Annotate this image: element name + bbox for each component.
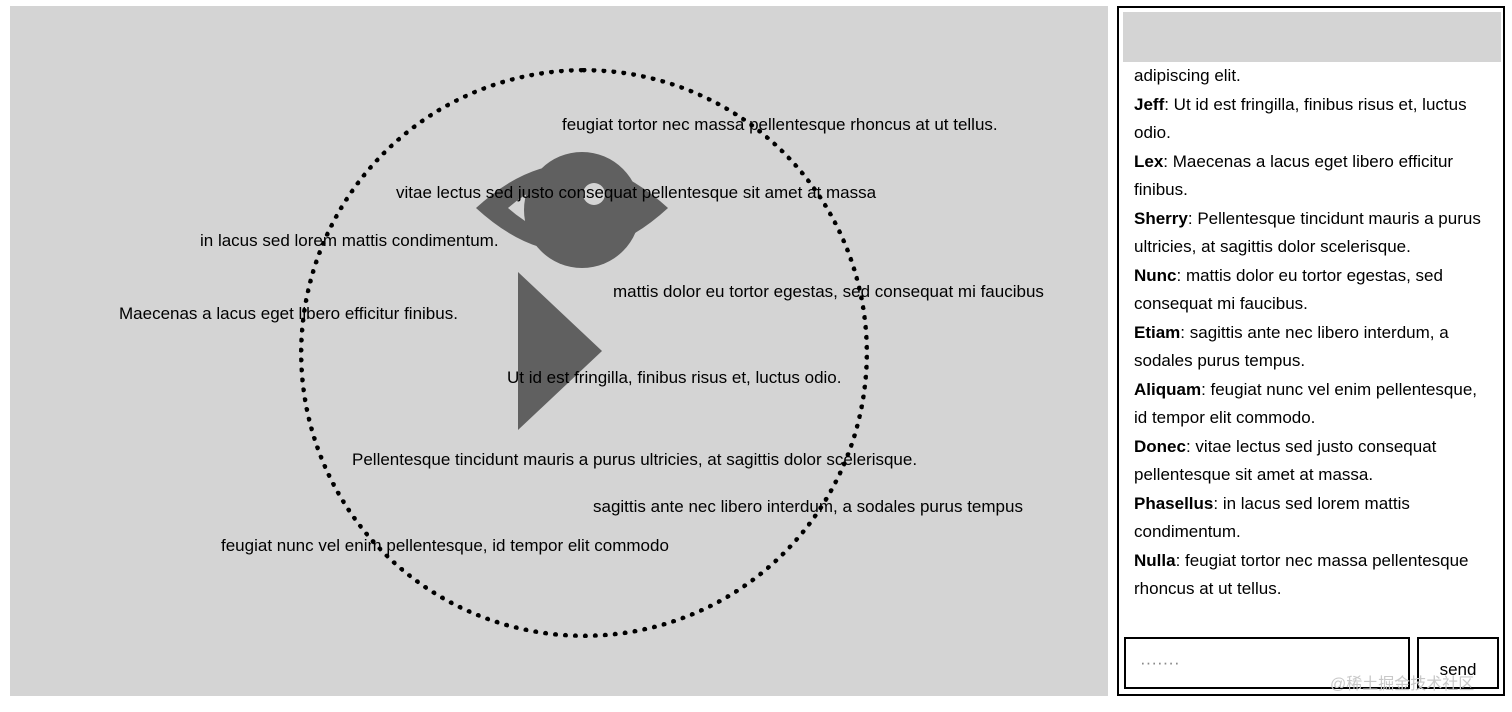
chat-header [1123,12,1501,62]
danmaku-text: Pellentesque tincidunt mauris a purus ul… [352,450,918,469]
message-text: : Ut id est fringilla, finibus risus et,… [1134,94,1467,143]
dotted-ring [299,68,869,638]
danmaku-text: feugiat nunc vel enim pellentesque, id t… [221,536,669,555]
eye-icon[interactable] [464,152,680,278]
message-user: Etiam [1134,322,1181,342]
message-user: Sherry [1134,208,1188,228]
message-input[interactable] [1124,637,1410,689]
list-item: Aliquam: feugiat nunc vel enim pellentes… [1134,376,1494,433]
message-text: : sagittis ante nec libero interdum, a s… [1134,322,1449,371]
message-text: : Pellentesque tincidunt mauris a purus … [1134,208,1481,257]
message-text: : feugiat nunc vel enim pellentesque, id… [1134,379,1478,428]
list-item: Lex: Maecenas a lacus eget libero effici… [1134,148,1494,205]
message-user: Lex [1134,151,1164,171]
message-text: : mattis dolor eu tortor egestas, sed co… [1134,265,1443,314]
danmaku-text: sagittis ante nec libero interdum, a sod… [593,497,1023,516]
message-user: Aliquam [1134,379,1202,399]
message-user: Phasellus [1134,493,1214,513]
danmaku-text: mattis dolor eu tortor egestas, sed cons… [613,282,1044,301]
list-item: Donec: vitae lectus sed justo consequat … [1134,433,1494,490]
video-stage[interactable]: feugiat tortor nec massa pellentesque rh… [10,6,1108,696]
danmaku-text: vitae lectus sed justo consequat pellent… [396,183,877,202]
message-text: : in lacus sed lorem mattis condimentum. [1134,493,1410,542]
list-item: Sherry: Pellentesque tincidunt mauris a … [1134,205,1494,262]
play-icon[interactable] [518,272,602,430]
message-text: : feugiat tortor nec massa pellentesque … [1134,550,1469,599]
danmaku-text: in lacus sed lorem mattis condimentum. [200,231,499,250]
message-text: : Maecenas a lacus eget libero efficitur… [1134,151,1454,200]
message-user: Nulla [1134,550,1176,570]
message-user: Jeff [1134,94,1165,114]
list-item: Jeff: Ut id est fringilla, finibus risus… [1134,91,1494,148]
list-item: Nulla: feugiat tortor nec massa pellente… [1134,547,1494,604]
list-item: Etiam: sagittis ante nec libero interdum… [1134,319,1494,376]
danmaku-text: Ut id est fringilla, finibus risus et, l… [507,368,842,387]
message-fragment: adipiscing elit. [1134,66,1241,85]
chat-panel: adipiscing elit. Jeff: Ut id est fringil… [1117,6,1505,696]
danmaku-text: feugiat tortor nec massa pellentesque rh… [562,115,998,134]
danmaku-text: Maecenas a lacus eget libero efficitur f… [119,304,458,323]
list-item: Nunc: mattis dolor eu tortor egestas, se… [1134,262,1494,319]
message-list[interactable]: adipiscing elit. Jeff: Ut id est fringil… [1134,62,1494,622]
message-user: Nunc [1134,265,1177,285]
message-user: Donec [1134,436,1186,456]
message-text: : vitae lectus sed justo consequat pelle… [1134,436,1437,485]
send-button[interactable]: send [1417,637,1499,689]
watermark: @稀土掘金技术社区 [1330,676,1475,693]
list-item: Phasellus: in lacus sed lorem mattis con… [1134,490,1494,547]
